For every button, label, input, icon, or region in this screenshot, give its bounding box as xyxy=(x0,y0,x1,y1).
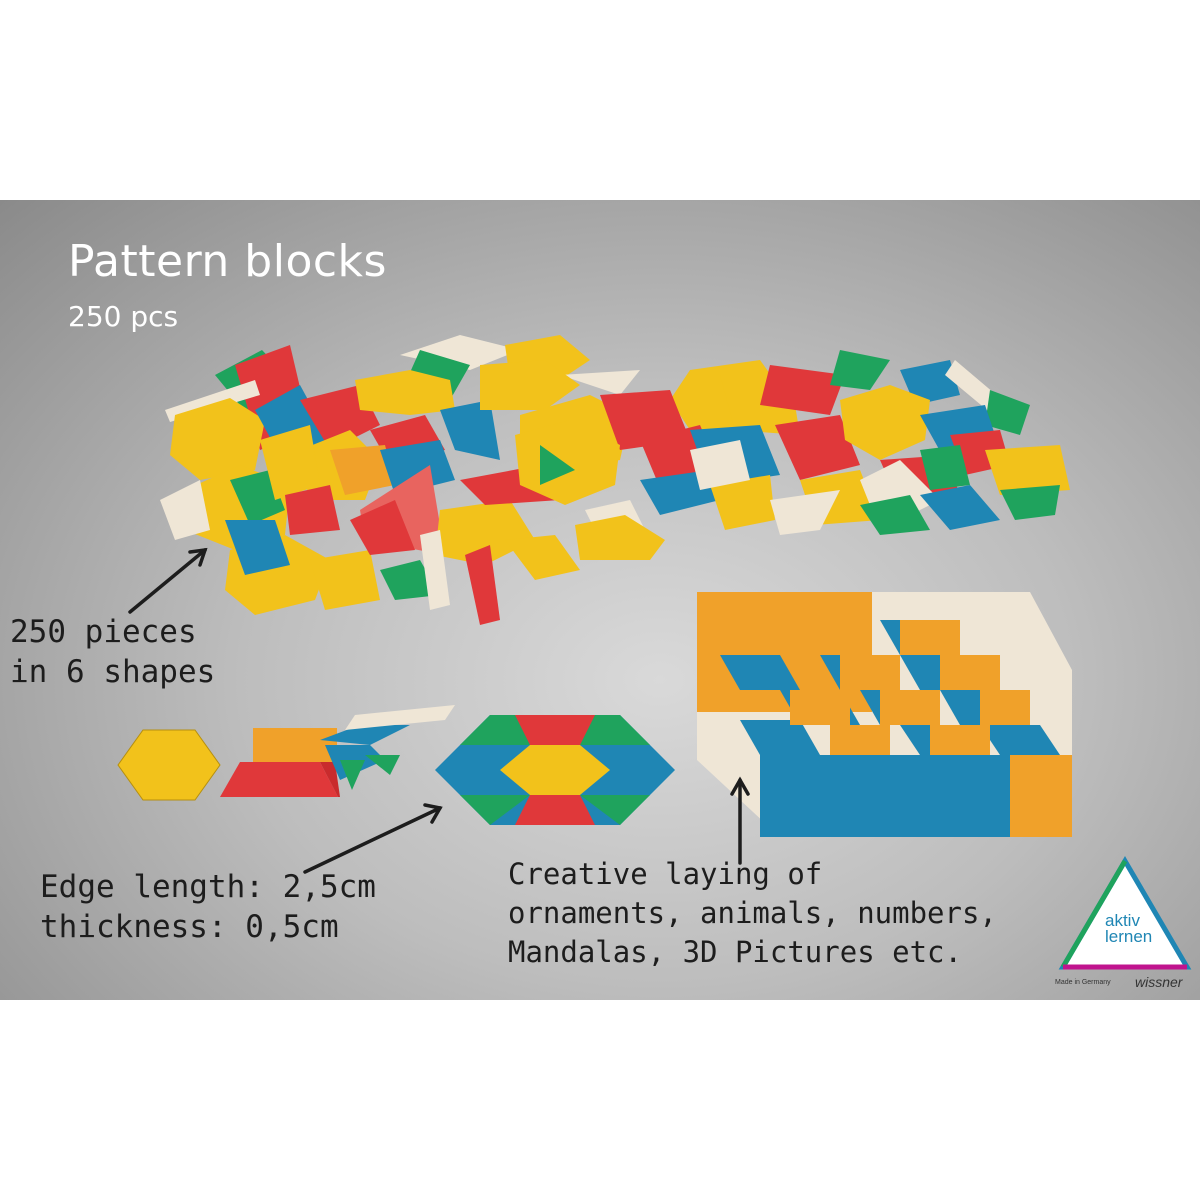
logo-triangle-icon xyxy=(1058,856,1192,970)
six-shapes-sample xyxy=(117,705,455,801)
3d-tiling-picture xyxy=(697,592,1072,837)
creative-line-2: ornaments, animals, numbers, xyxy=(508,896,997,930)
logo-line-1: aktiv xyxy=(1105,911,1140,930)
arrow-head-hexagon xyxy=(423,803,443,824)
edge-annotation: Edge length: 2,5cm thickness: 0,5cm xyxy=(40,867,376,947)
creative-line-3: Mandalas, 3D Pictures etc. xyxy=(508,935,962,969)
logo-wordmark: aktiv lernen xyxy=(1105,911,1153,946)
creative-line-1: Creative laying of xyxy=(508,857,823,891)
arrow-head-pile xyxy=(188,547,208,567)
arrow-to-pile xyxy=(128,548,207,614)
logo-brand: wissner xyxy=(1135,974,1183,990)
arrow-to-hexagon xyxy=(303,806,442,874)
edge-line-2: thickness: 0,5cm xyxy=(40,909,339,945)
brand-logo: aktiv lernen Made in Germany wissner xyxy=(1055,855,1195,995)
product-photo: Pattern blocks 250 pcs 250 pieces in 6 s… xyxy=(0,200,1200,1000)
edge-line-1: Edge length: 2,5cm xyxy=(40,869,376,905)
pieces-line-1: 250 pieces xyxy=(10,614,197,650)
annotation-arrows xyxy=(128,547,750,874)
pieces-annotation: 250 pieces in 6 shapes xyxy=(10,612,215,692)
logo-made-in: Made in Germany xyxy=(1055,979,1111,986)
page-title: Pattern blocks xyxy=(68,236,387,287)
page-subtitle: 250 pcs xyxy=(68,300,179,333)
creative-annotation: Creative laying of ornaments, animals, n… xyxy=(508,855,997,972)
logo-line-2: lernen xyxy=(1105,927,1153,946)
hexagon-ornament xyxy=(435,715,675,825)
block-pile xyxy=(160,335,1070,625)
pieces-line-2: in 6 shapes xyxy=(10,654,216,690)
pattern-blocks-illustration xyxy=(117,335,1072,874)
arrow-head-tiling xyxy=(730,776,750,796)
